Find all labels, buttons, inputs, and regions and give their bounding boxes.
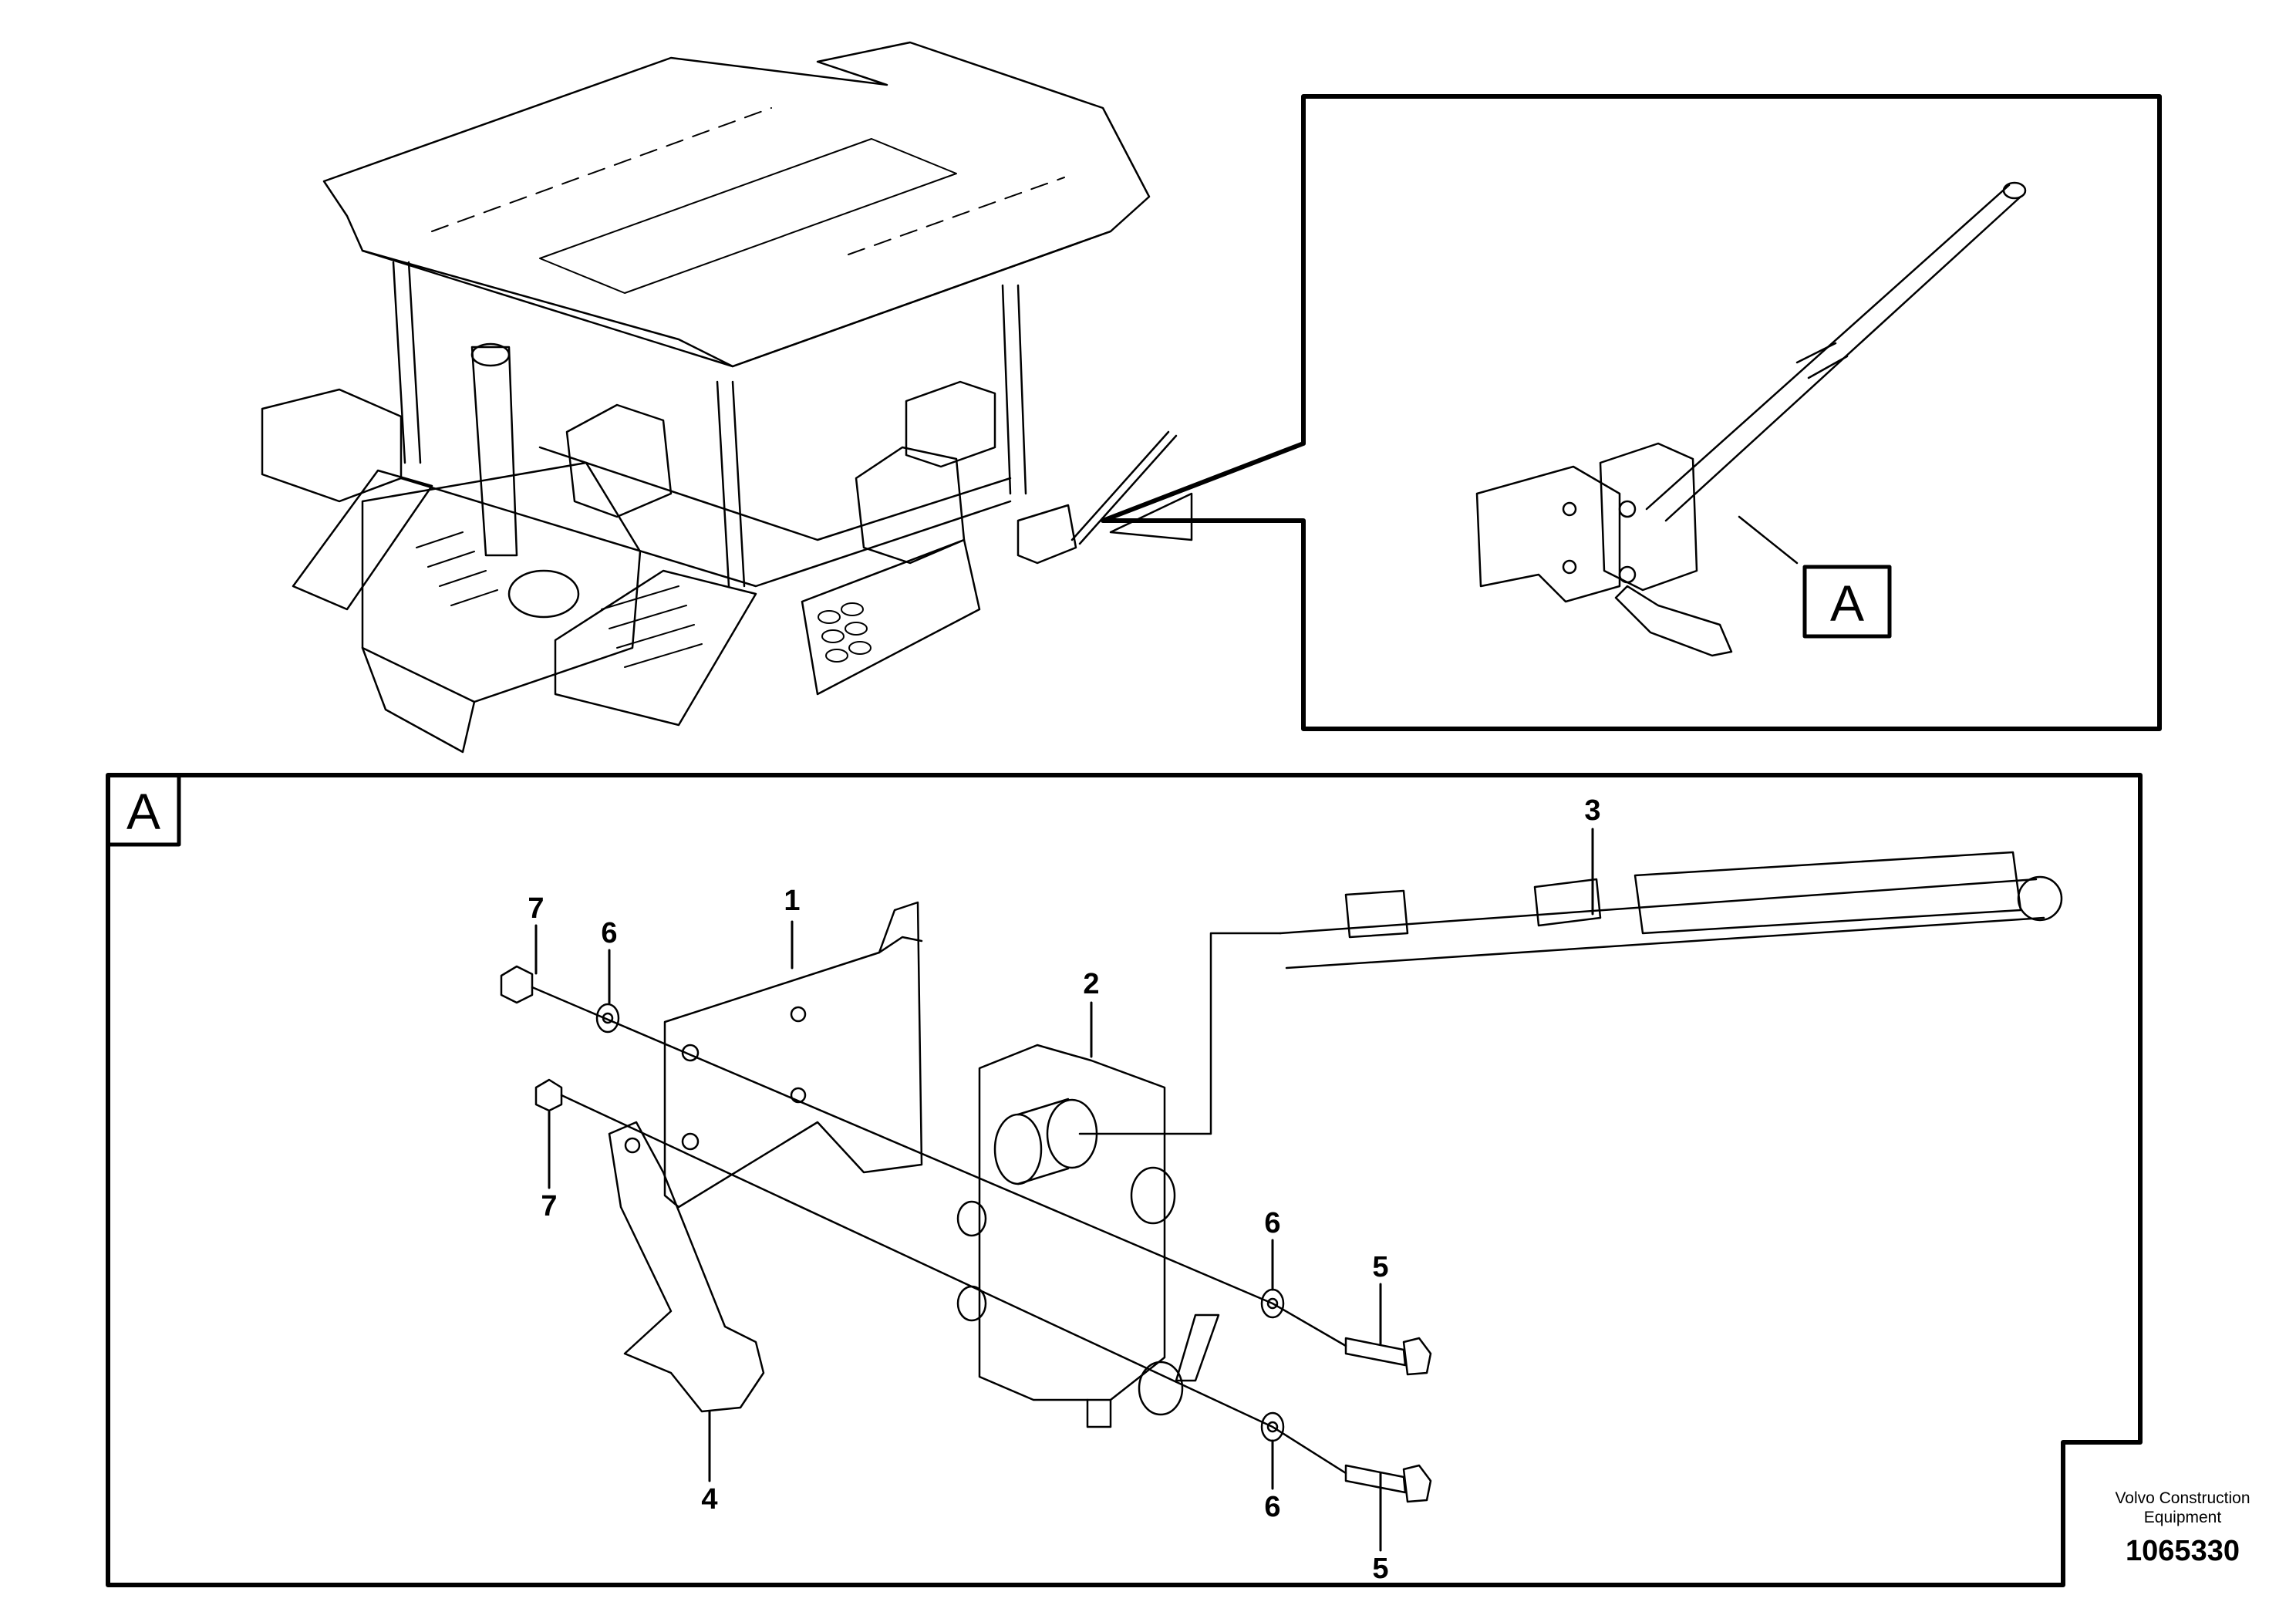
drawing-number: 1065330: [2126, 1535, 2240, 1567]
section-a-letter: A: [126, 783, 160, 840]
section-a-frame: [106, 773, 2143, 1587]
console-box: [905, 380, 996, 468]
callout-valve-body: 2: [1083, 968, 1099, 1000]
inset-plate: [1475, 465, 1621, 603]
callout-lever: 3: [1584, 794, 1600, 827]
nut-upper: [500, 965, 534, 1004]
section-a: [106, 773, 2143, 1587]
valve-side-knob: [1130, 1166, 1176, 1225]
callout-bracket: 1: [784, 885, 800, 917]
credit-line-2: Equipment: [2143, 1509, 2222, 1526]
front-plate-holes: [818, 602, 872, 663]
valve-body: [978, 1044, 1166, 1401]
canopy-post-left: [392, 261, 422, 464]
valve-pin: [1175, 1313, 1220, 1382]
exhaust-stack: [470, 346, 518, 557]
bolt-upper: [1344, 1337, 1407, 1367]
bracket-plate: [663, 901, 923, 1209]
lever-rod-end: [2017, 875, 2063, 922]
credit-line-1: Volvo Construction: [2115, 1489, 2250, 1507]
canopy-roof-line: [431, 107, 1065, 255]
inset-lever: [1645, 184, 2022, 522]
valve-bottom-boss: [1138, 1361, 1184, 1416]
callout-nut-lower: 7: [541, 1190, 557, 1222]
inset-arrow: [1738, 515, 1799, 565]
lever-joint: [1533, 878, 1602, 927]
callout-bolt-upper: 5: [1372, 1251, 1388, 1283]
callout-guard: 4: [701, 1483, 717, 1516]
nut-lower: [534, 1078, 563, 1112]
right-ramp: [554, 569, 757, 727]
valve-body-bottom: [1086, 1398, 1112, 1428]
section-a-letter-box: [106, 773, 181, 847]
bracket-plate-edge: [878, 936, 923, 954]
machine-lever-bracket: [1017, 504, 1077, 565]
chassis-rail: [400, 446, 1012, 588]
side-panel-left: [261, 388, 403, 503]
canopy-roof: [322, 41, 1151, 368]
engine-hood-front: [361, 646, 476, 754]
canopy-roof-panel: [539, 138, 957, 294]
drawing-credit: Volvo Construction Equipment 1065330: [2082, 1489, 2283, 1568]
engine-hood: [361, 461, 642, 703]
lever-grip-sleeve: [1344, 889, 1409, 939]
inset-view-letter-box: [1802, 565, 1892, 639]
valve-spigot-back: [993, 1113, 1043, 1185]
muffler: [507, 569, 580, 619]
seat-left: [565, 403, 673, 518]
hood-louvers: [416, 531, 703, 668]
guard: [608, 1121, 765, 1413]
bolt-upper-head: [1402, 1337, 1432, 1376]
callout-washer-right-lower: 6: [1264, 1491, 1280, 1523]
lever-rod: [1279, 878, 2045, 969]
valve-spigot: [1017, 1098, 1070, 1185]
exhaust-stack-top: [470, 342, 511, 367]
detail-inset: [1101, 94, 2162, 731]
inset-guard: [1614, 585, 1733, 657]
bolt-lower: [1344, 1464, 1407, 1494]
canopy-post-mid: [716, 380, 746, 588]
callout-leaders: [534, 828, 1594, 1552]
inset-lever-tip: [2002, 181, 2027, 200]
detail-leader-wedge: [1109, 492, 1193, 541]
valve-boss-upper: [956, 1200, 987, 1237]
callout-nut-upper: 7: [528, 892, 544, 925]
canopy-roof-edge: [361, 230, 1112, 368]
callout-washer-left: 6: [601, 917, 617, 949]
ramp-left: [292, 469, 433, 611]
canopy-post-right: [1001, 284, 1027, 495]
washer-left: [595, 1003, 620, 1034]
detail-inset-frame: [1101, 94, 2162, 731]
machine-overview: [261, 41, 1193, 754]
inset-valve-body: [1599, 442, 1698, 592]
assembly-axes: [531, 932, 1347, 1475]
callout-bolt-lower: 5: [1372, 1553, 1388, 1585]
lever-grip: [1633, 851, 2022, 935]
inset-lever-joint: [1795, 342, 1849, 379]
bolt-lower-head: [1402, 1464, 1432, 1503]
machine-lever: [1070, 430, 1178, 545]
front-plate: [801, 538, 981, 696]
callout-washer-right-upper: 6: [1264, 1207, 1280, 1239]
inset-view-letter: A: [1830, 575, 1864, 632]
